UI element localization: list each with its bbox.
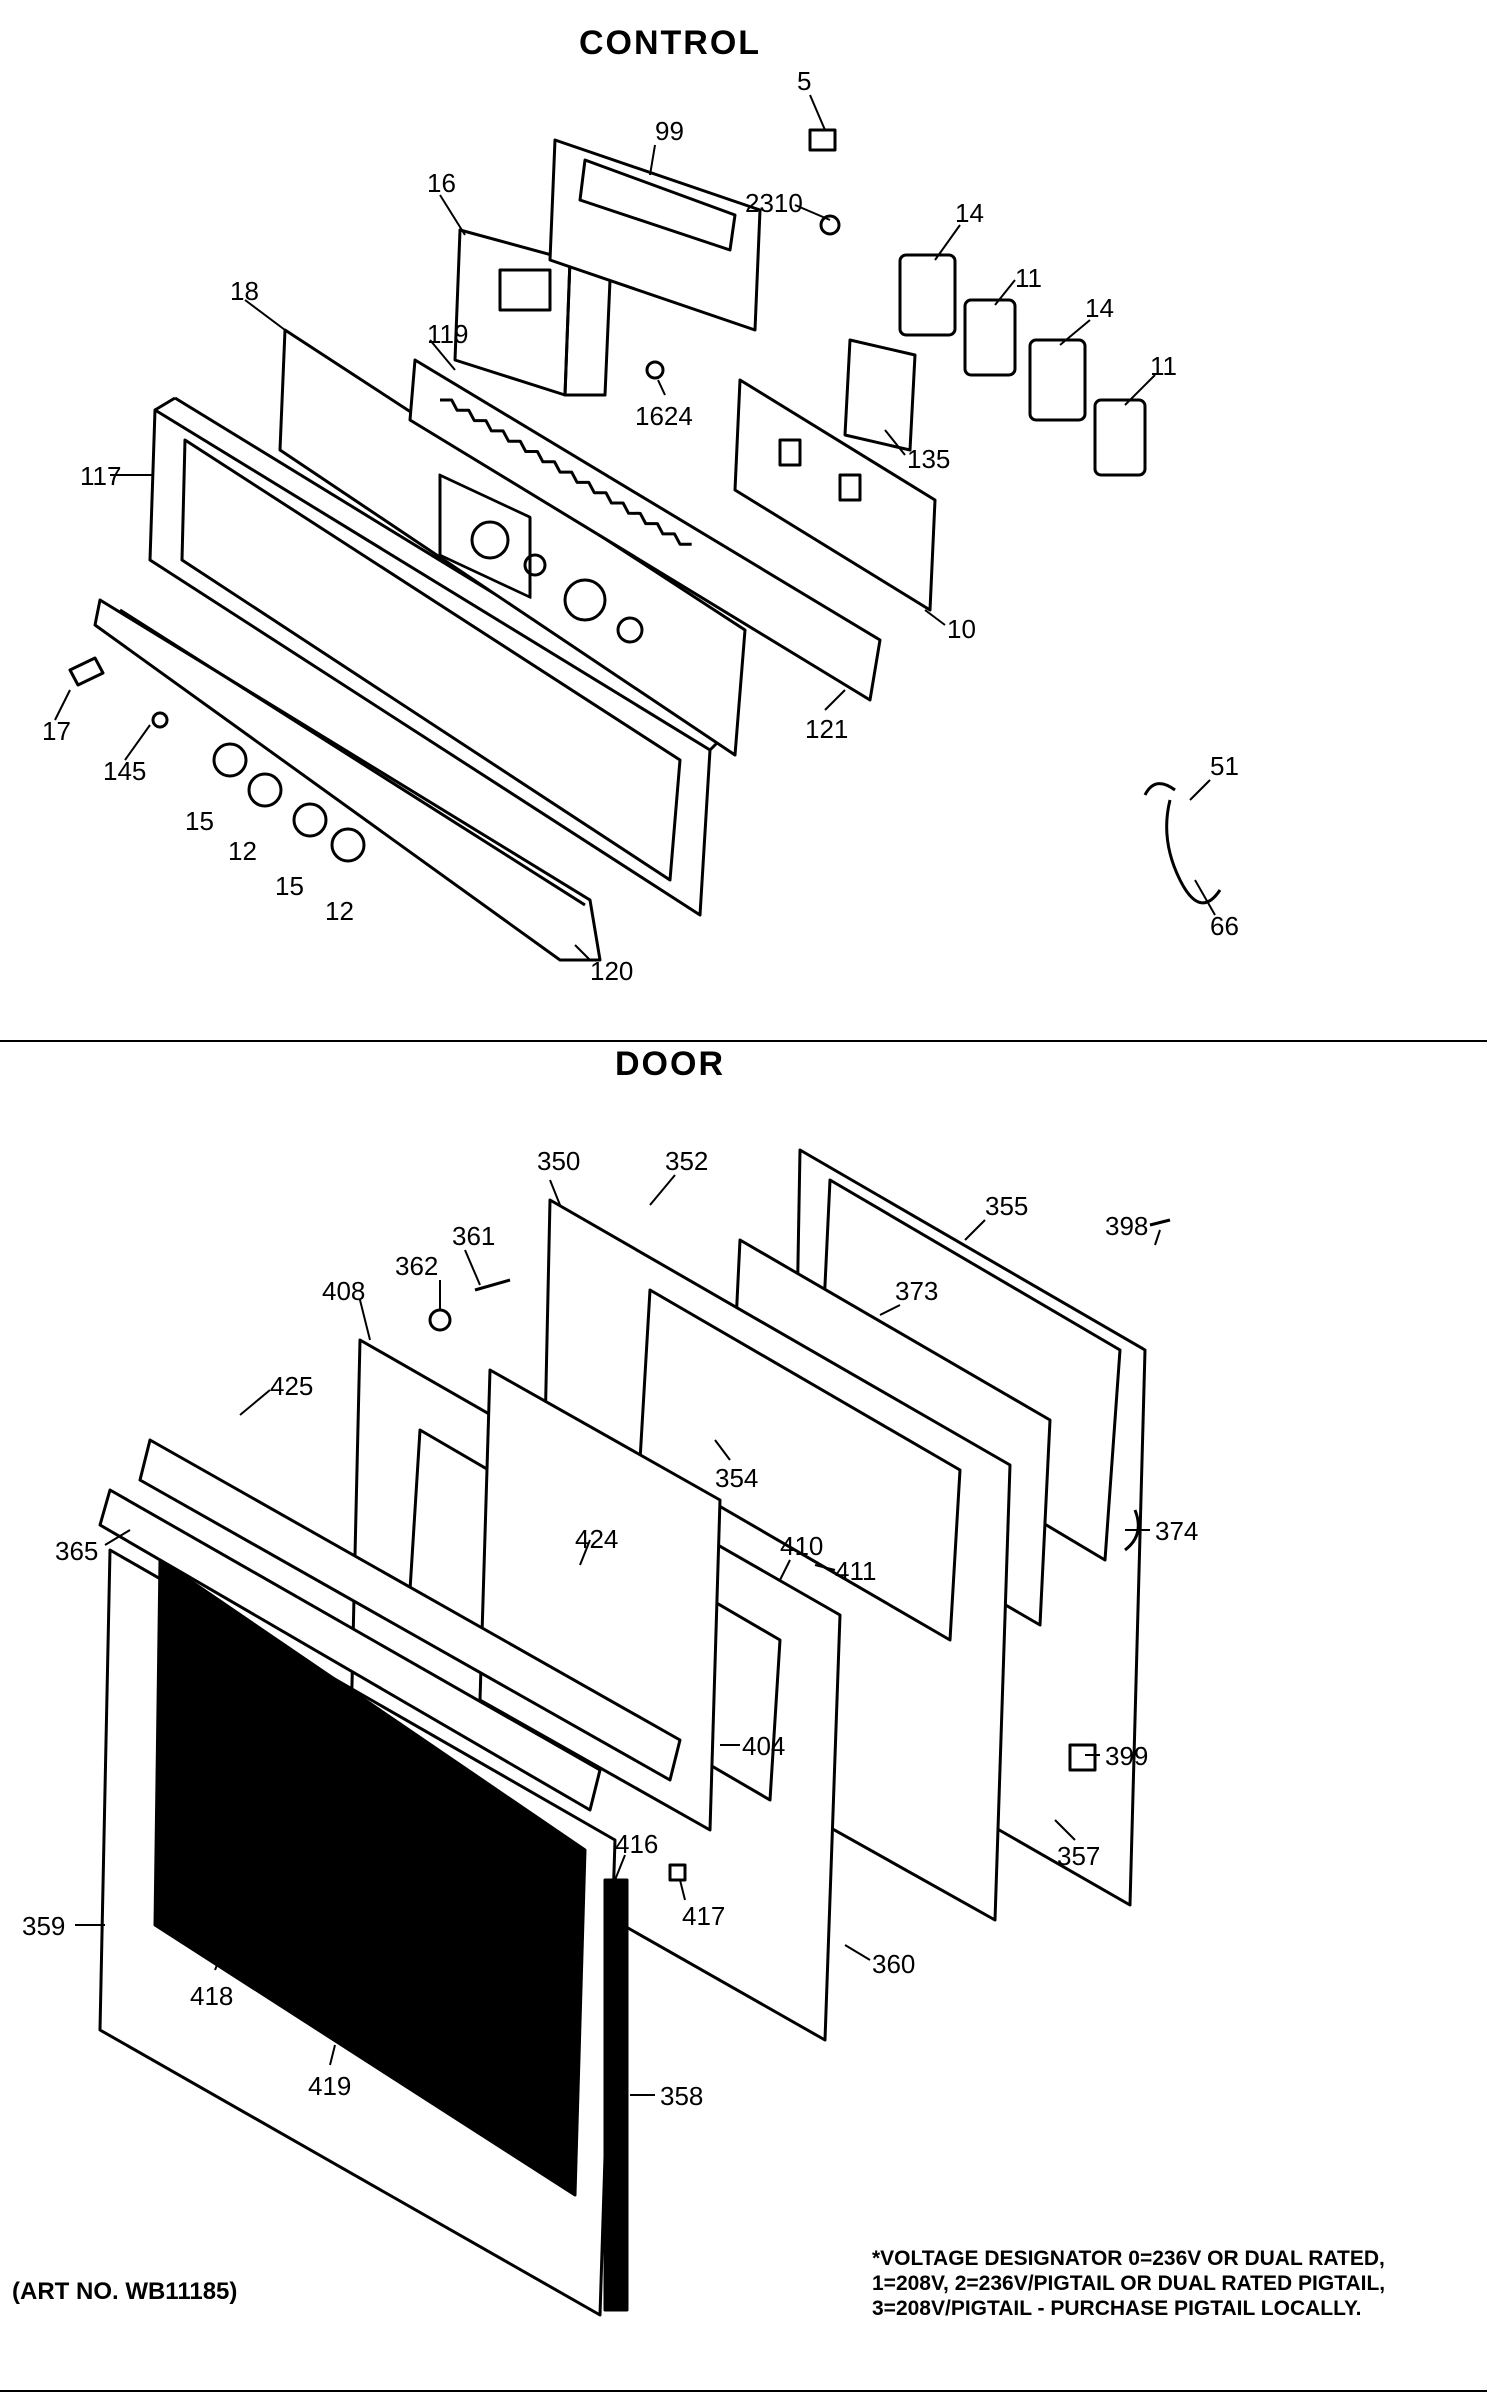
callout-416: 416	[615, 1829, 658, 1859]
door-small-parts	[428, 1218, 1171, 1982]
callout-16: 16	[427, 168, 456, 198]
voltage-note-line: 3=208V/PIGTAIL - PURCHASE PIGTAIL LOCALL…	[872, 2297, 1362, 2320]
callout-1624: 1624	[635, 401, 693, 431]
callout-425: 425	[270, 1371, 313, 1401]
callout-419: 419	[308, 2071, 351, 2101]
callout-354: 354	[715, 1463, 758, 1493]
heat-shield-119-121	[408, 358, 882, 702]
handle-365	[98, 1488, 602, 1812]
callout-135: 135	[907, 444, 950, 474]
callout-10: 10	[947, 614, 976, 644]
callout-12b: 12	[325, 896, 354, 926]
callout-358: 358	[660, 2081, 703, 2111]
bracket-135	[843, 338, 917, 452]
callout-408: 408	[322, 1276, 365, 1306]
small-parts	[645, 128, 841, 380]
callout-11b: 11	[1150, 351, 1177, 381]
gasket-358	[603, 1878, 629, 2312]
callout-360: 360	[872, 1949, 915, 1979]
callout-15b: 15	[275, 871, 304, 901]
callout-99: 99	[655, 116, 684, 146]
infinite-switch-14b	[1028, 338, 1087, 422]
callout-362: 362	[395, 1251, 438, 1281]
callout-18: 18	[230, 276, 259, 306]
callout-357: 357	[1057, 1841, 1100, 1871]
door-outer-glass-359	[98, 1548, 617, 2317]
callout-374: 374	[1155, 1516, 1198, 1546]
callout-120: 120	[590, 956, 633, 986]
callout-119: 119	[427, 319, 468, 349]
callout-66: 66	[1210, 911, 1239, 941]
callout-14b: 14	[1085, 293, 1114, 323]
voltage-note: *VOLTAGE DESIGNATOR 0=236V OR DUAL RATED…	[872, 2246, 1472, 2321]
callout-404: 404	[742, 1731, 785, 1761]
voltage-note-line: 1=208V, 2=236V/PIGTAIL OR DUAL RATED PIG…	[872, 2272, 1386, 2295]
callout-121: 121	[805, 714, 848, 744]
callout-355: 355	[985, 1191, 1028, 1221]
glass-404	[478, 1368, 722, 1832]
callout-352: 352	[665, 1146, 708, 1176]
section-divider	[0, 1040, 1487, 1042]
switch-bracket-10	[733, 378, 937, 612]
callout-350: 350	[537, 1146, 580, 1176]
callout-17: 17	[42, 716, 71, 746]
door-section-title: DOOR	[615, 1045, 725, 1083]
callout-417: 417	[682, 1901, 725, 1931]
callout-359: 359	[22, 1911, 65, 1941]
clock-timer-16	[453, 228, 612, 397]
handle-425	[138, 1438, 682, 1782]
bracket-99	[548, 138, 762, 332]
conduit-66	[1143, 782, 1222, 905]
callout-399a: 399	[1105, 1741, 1148, 1771]
voltage-note-line: *VOLTAGE DESIGNATOR 0=236V OR DUAL RATED…	[872, 2247, 1385, 2270]
callout-398: 398	[1105, 1211, 1148, 1241]
callout-411: 411	[835, 1556, 876, 1586]
control-callouts: 5 99 2310 16 14 11 14 11 18 119 1624 135…	[42, 66, 1239, 986]
callout-410: 410	[780, 1531, 823, 1561]
knobs	[68, 656, 366, 863]
infinite-switch-14a	[898, 253, 957, 337]
leader-lines	[54, 94, 1216, 2096]
callout-5: 5	[797, 66, 811, 96]
infinite-switch-11a	[963, 298, 1017, 377]
callout-2310: 2310	[745, 188, 803, 218]
infinite-switch-11b	[1093, 398, 1147, 477]
door-callouts: 350 352 355 398 361 362 373 408 425 354 …	[22, 1146, 1198, 2111]
bottom-rule	[0, 2390, 1487, 2392]
callout-399b: 399	[448, 1911, 491, 1941]
callout-418: 418	[190, 1981, 233, 2011]
callout-12a: 12	[228, 836, 257, 866]
callout-365: 365	[55, 1536, 98, 1566]
callout-373: 373	[895, 1276, 938, 1306]
callout-117: 117	[80, 461, 121, 491]
callout-14a: 14	[955, 198, 984, 228]
callout-51: 51	[1210, 751, 1239, 781]
callout-11a: 11	[1015, 263, 1042, 293]
art-number: (ART NO. WB11185)	[12, 2278, 238, 2305]
callout-422: 422	[485, 1876, 528, 1906]
callout-361: 361	[452, 1221, 495, 1251]
trim-strip-120	[93, 598, 602, 962]
control-section-title: CONTROL	[578, 24, 762, 62]
callout-424: 424	[575, 1524, 618, 1554]
callout-145: 145	[103, 756, 146, 786]
callout-15a: 15	[185, 806, 214, 836]
